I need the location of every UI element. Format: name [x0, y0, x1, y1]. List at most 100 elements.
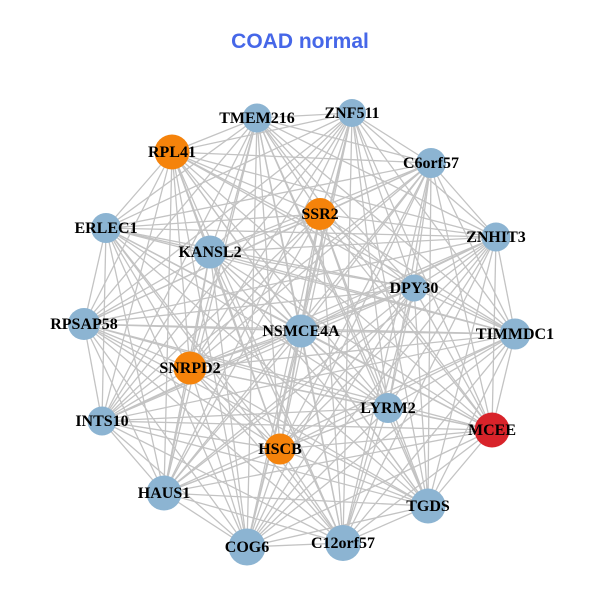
node-mcee: [474, 412, 510, 448]
edge: [101, 151, 173, 422]
edge: [83, 236, 497, 325]
edge: [163, 492, 344, 544]
edge: [163, 330, 302, 494]
edge: [209, 213, 321, 253]
edge: [163, 287, 415, 494]
edge: [430, 162, 497, 238]
node-label-rpsap58: RPSAP58: [50, 316, 118, 333]
edge: [189, 330, 302, 369]
edge: [279, 162, 432, 450]
edge: [163, 429, 493, 494]
node-label-znf511: ZNF511: [324, 105, 379, 122]
edge: [83, 151, 173, 325]
edge: [413, 236, 497, 289]
edge: [163, 492, 429, 507]
edge: [171, 151, 497, 238]
edges-layer: [83, 112, 516, 548]
edge: [319, 213, 497, 238]
edge: [163, 213, 321, 494]
edge: [101, 333, 516, 422]
edge: [209, 251, 281, 450]
node-timmdc1: [499, 318, 531, 350]
node-cog6: [228, 528, 266, 566]
edge: [83, 323, 191, 369]
edge: [83, 251, 211, 325]
node-label-timmdc1: TIMMDC1: [476, 326, 554, 343]
edge: [189, 367, 248, 548]
node-ssr2: [304, 198, 336, 230]
edge: [279, 236, 497, 450]
edge: [351, 112, 389, 409]
node-znhit3: [481, 222, 511, 252]
edge: [171, 151, 415, 289]
edge: [189, 236, 497, 369]
edge: [171, 151, 493, 431]
node-tgds: [410, 488, 446, 524]
node-label-ints10: INTS10: [75, 413, 128, 430]
figure-title: COAD normal: [231, 30, 369, 53]
edge: [279, 429, 493, 450]
edge: [189, 367, 281, 450]
edge: [105, 213, 321, 229]
edge: [279, 287, 415, 450]
edge: [387, 407, 493, 431]
edge: [189, 162, 432, 369]
edge: [189, 367, 429, 507]
node-label-kansl2: KANSL2: [178, 244, 241, 261]
edge: [105, 227, 429, 507]
edge: [209, 251, 415, 289]
edge: [300, 330, 516, 335]
edge: [413, 287, 429, 507]
edge: [83, 323, 429, 507]
node-hscb: [264, 433, 296, 465]
edge: [83, 323, 493, 431]
node-erlec1: [91, 213, 121, 243]
edge: [430, 162, 493, 431]
edge: [171, 112, 353, 153]
edge: [342, 112, 353, 544]
edge: [427, 333, 516, 507]
node-label-ssr2: SSR2: [301, 206, 338, 223]
edge: [351, 112, 429, 507]
edge: [246, 162, 432, 548]
edge: [171, 151, 344, 544]
node-label-rpl41: RPL41: [148, 144, 196, 161]
edge: [387, 333, 516, 409]
node-nsmce4a: [284, 314, 318, 348]
edge: [171, 151, 248, 548]
node-snrpd2: [173, 351, 207, 385]
edge: [209, 251, 493, 431]
node-label-mcee: MCEE: [468, 422, 516, 439]
edge: [83, 323, 389, 409]
node-haus1: [146, 475, 182, 511]
edge: [105, 227, 415, 289]
edge: [83, 287, 415, 325]
node-znf511: [338, 99, 366, 127]
edge: [495, 236, 516, 335]
node-label-snrpd2: SNRPD2: [159, 360, 220, 377]
edge: [83, 112, 353, 325]
edge: [105, 227, 497, 238]
edge: [300, 162, 432, 332]
edge: [171, 151, 191, 369]
edge: [319, 112, 353, 215]
edge: [342, 429, 493, 544]
edge: [279, 333, 516, 450]
edge: [171, 151, 389, 409]
node-label-tmem216: TMEM216: [219, 110, 295, 127]
edge: [209, 251, 344, 544]
edge: [105, 162, 432, 229]
edge: [105, 112, 353, 229]
edge: [83, 323, 103, 422]
edge: [256, 117, 493, 431]
edge: [171, 151, 321, 215]
node-rpsap58: [68, 308, 100, 340]
edge: [209, 236, 497, 253]
edge: [300, 330, 344, 544]
edge: [427, 162, 432, 507]
edge: [387, 287, 415, 409]
edge: [256, 117, 281, 450]
